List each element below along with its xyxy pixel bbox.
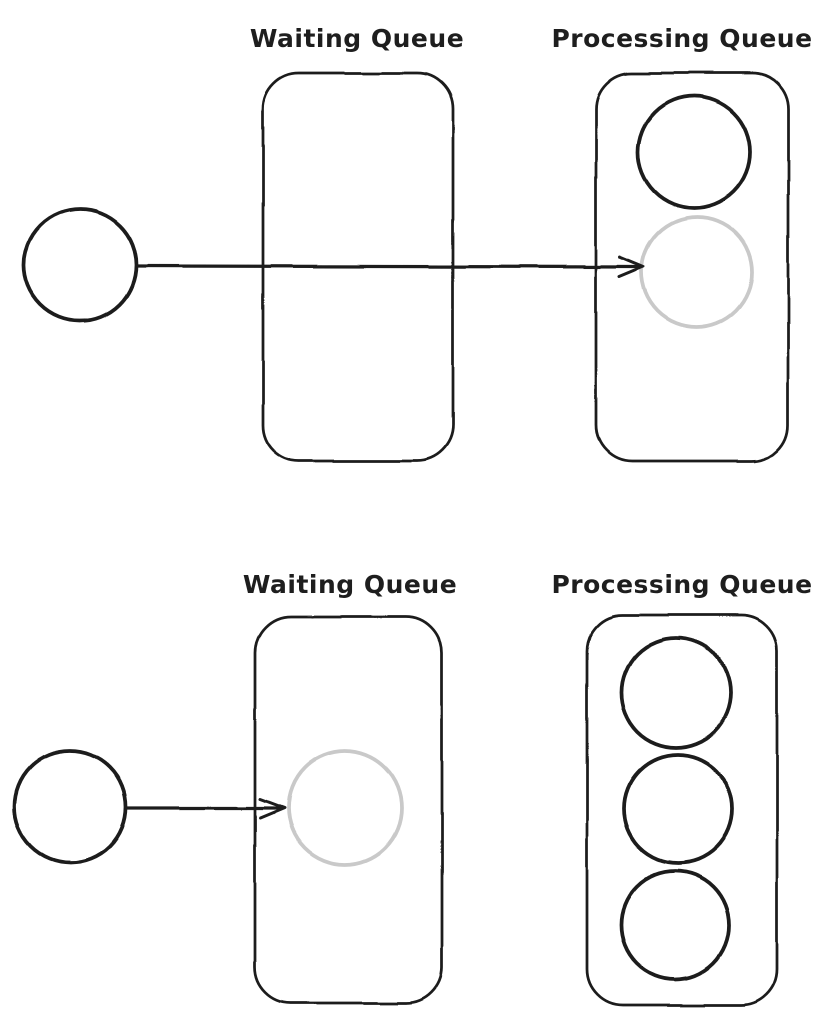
arrowhead-icon — [258, 797, 286, 820]
source-token-circle — [22, 207, 138, 323]
top-diagram — [22, 71, 790, 463]
waiting-queue-label-top: Waiting Queue — [249, 24, 465, 53]
processing-active-token-circle — [619, 869, 731, 981]
arrow-shaft — [135, 264, 645, 269]
waiting-incoming-token-circle — [286, 749, 404, 867]
processing-queue-box — [585, 613, 779, 1007]
waiting-queue-box — [253, 615, 444, 1005]
processing-queue-label-top: Processing Queue — [551, 24, 813, 53]
waiting-queue-label-bottom: Waiting Queue — [242, 570, 458, 599]
processing-active-token-circle — [622, 753, 734, 865]
processing-incoming-token-circle — [640, 215, 754, 329]
processing-active-token-circle — [636, 94, 752, 210]
source-token-circle — [12, 749, 128, 865]
arrowhead-icon — [618, 255, 646, 279]
bottom-diagram — [12, 613, 779, 1007]
processing-queue-label-bottom: Processing Queue — [551, 570, 813, 599]
processing-active-token-circle — [619, 636, 733, 750]
